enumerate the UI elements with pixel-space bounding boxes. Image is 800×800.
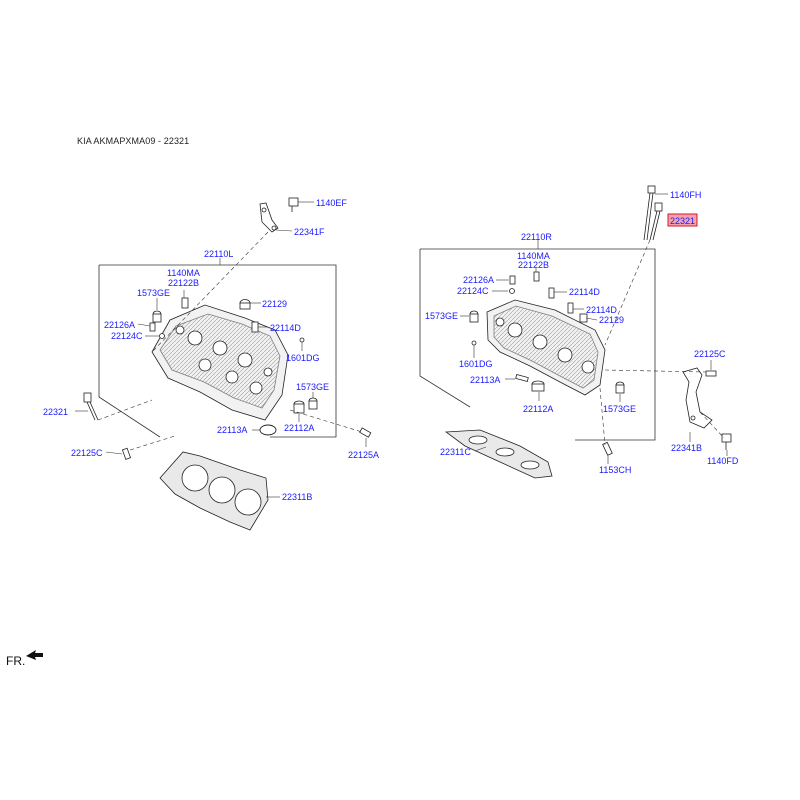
label-22129-left[interactable]: 22129	[262, 299, 287, 309]
label-22122b-right[interactable]: 22122B	[518, 260, 549, 270]
left-head-frame	[98, 264, 337, 438]
label-22114d-left[interactable]: 22114D	[270, 323, 301, 333]
right-plug-1573ge-a[interactable]	[469, 310, 479, 323]
left-dowel-22126a[interactable]	[149, 322, 156, 332]
right-guide-22114d-b[interactable]	[567, 302, 574, 314]
right-plug-1601dg[interactable]	[471, 340, 477, 346]
left-cylinder-head[interactable]	[151, 304, 289, 421]
right-dowel-22126a[interactable]	[509, 275, 516, 285]
label-22125a-left[interactable]: 22125A	[348, 450, 379, 460]
label-1573ge-right-b[interactable]: 1573GE	[603, 404, 636, 414]
label-1573ge-right-a[interactable]: 1573GE	[425, 311, 458, 321]
label-1140fd[interactable]: 1140FD	[707, 456, 739, 466]
right-guide-22114d-a[interactable]	[548, 287, 555, 299]
left-dowel-22125a[interactable]	[359, 427, 372, 438]
label-22311b[interactable]: 22311B	[282, 492, 312, 502]
label-22125c-left[interactable]: 22125C	[71, 448, 103, 458]
right-stud-1153ch[interactable]	[602, 441, 613, 456]
label-22311c[interactable]: 22311C	[440, 447, 471, 457]
label-22112a-right[interactable]: 22112A	[523, 404, 553, 414]
label-22110l[interactable]: 22110L	[204, 249, 233, 259]
label-22341f[interactable]: 22341F	[294, 227, 325, 237]
label-22112a-left[interactable]: 22112A	[284, 423, 314, 433]
right-dowel-22125c[interactable]	[705, 370, 717, 377]
label-22122b-left[interactable]: 22122B	[168, 278, 199, 288]
label-1140ma-left[interactable]: 1140MA	[167, 268, 200, 278]
right-bolt-1140fd[interactable]	[721, 433, 732, 450]
left-leaders	[75, 201, 367, 498]
right-headbolt-22321[interactable]	[649, 202, 663, 241]
right-leaders	[460, 193, 728, 464]
right-gasket-22311c[interactable]	[444, 429, 553, 479]
label-1573ge-left-a[interactable]: 1573GE	[137, 288, 170, 298]
right-seal-22112a[interactable]	[531, 380, 545, 392]
left-plug-1573ge[interactable]	[152, 310, 162, 323]
label-22110r[interactable]: 22110R	[521, 232, 552, 242]
left-bracket-22341f[interactable]	[259, 202, 279, 233]
label-22113a-left[interactable]: 22113A	[217, 425, 247, 435]
label-1153ch[interactable]: 1153CH	[599, 465, 631, 475]
label-22124c-right[interactable]: 22124C	[457, 286, 489, 296]
left-plug-1601dg[interactable]	[299, 337, 305, 343]
left-seal-22113a[interactable]	[259, 424, 277, 436]
label-22129-right[interactable]: 22129	[599, 315, 624, 325]
label-22114d-right-a[interactable]: 22114D	[569, 287, 600, 297]
label-1601dg-right[interactable]: 1601DG	[459, 359, 493, 369]
right-bolt-1140ma[interactable]	[533, 271, 540, 282]
label-22126a-right[interactable]: 22126A	[463, 275, 494, 285]
right-plug-1573ge-b[interactable]	[615, 381, 625, 394]
label-22124c-left[interactable]: 22124C	[111, 331, 143, 341]
left-gasket-22311b[interactable]	[159, 451, 269, 531]
front-direction-arrow-icon	[26, 650, 43, 660]
right-head-frame	[419, 248, 656, 441]
diagram-title: KIA AKMAPXMA09 - 22321	[77, 136, 190, 146]
label-1140ma-right[interactable]: 1140MA	[517, 251, 550, 261]
left-dowel-22125c[interactable]	[121, 447, 132, 460]
label-22126a-left[interactable]: 22126A	[104, 320, 135, 330]
left-bolt-1140ef[interactable]	[288, 197, 299, 212]
left-guide-22114d[interactable]	[251, 321, 259, 333]
label-1140ef[interactable]: 1140EF	[316, 198, 347, 208]
right-bolt-1140fh[interactable]	[643, 185, 656, 241]
label-1601dg-left[interactable]: 1601DG	[286, 353, 320, 363]
left-bolt-1140ma[interactable]	[181, 297, 189, 309]
label-22114d-right-b[interactable]: 22114D	[586, 305, 617, 315]
right-cap-22129[interactable]	[579, 313, 588, 323]
left-cap-22129[interactable]	[239, 299, 251, 310]
right-bracket-22341b[interactable]	[682, 367, 713, 429]
right-seal-22113a[interactable]	[515, 374, 529, 382]
left-seal-22112a[interactable]	[293, 400, 305, 414]
right-pin-22124c[interactable]	[509, 288, 515, 294]
left-headbolt-22321[interactable]	[83, 392, 99, 421]
left-plug-1573ge-b[interactable]	[308, 397, 318, 410]
label-22341b[interactable]: 22341B	[671, 443, 702, 453]
left-pin-22124c[interactable]	[159, 333, 165, 339]
label-22113a-right[interactable]: 22113A	[470, 375, 500, 385]
right-cylinder-head[interactable]	[486, 299, 606, 396]
selected-part-highlight	[667, 213, 698, 227]
front-direction-label: FR.	[6, 654, 26, 668]
label-1140fh[interactable]: 1140FH	[670, 190, 701, 200]
label-22321-left[interactable]: 22321	[43, 407, 68, 417]
label-22321-right[interactable]: 22321	[670, 216, 695, 226]
part-labels: 1140EF 22341F 22110L 1140MA 22122B 1573G…	[43, 190, 739, 502]
label-1573ge-left-b[interactable]: 1573GE	[296, 382, 329, 392]
label-22125c-right[interactable]: 22125C	[694, 349, 726, 359]
